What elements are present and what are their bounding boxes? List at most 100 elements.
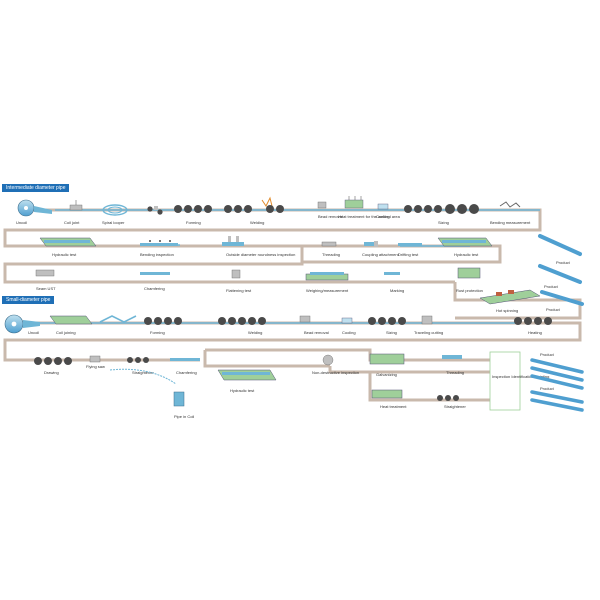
label-hot-spinning: Hot spinning xyxy=(496,308,518,313)
seam-ust-machine xyxy=(35,269,55,277)
bending-inspection-machine xyxy=(140,240,178,246)
label-product-5: Product xyxy=(540,386,555,391)
label-forming-2: Forming xyxy=(150,330,165,335)
label-uncoil-1: Uncoil xyxy=(16,220,27,225)
label-bead-removal-1: Bead removal xyxy=(318,214,343,219)
product-5-bundle xyxy=(530,390,584,412)
label-straightener-2: Straightener xyxy=(444,404,466,409)
bead-removal-2-machine xyxy=(299,315,311,323)
non-destructive-inspection-machine xyxy=(322,354,334,366)
label-uncoil-2: Uncoil xyxy=(28,330,39,335)
label-product-3: Product xyxy=(546,307,561,312)
weighing-measurement-machine xyxy=(305,272,349,281)
sizing-1-rolls xyxy=(404,204,479,214)
drifting-test-machine xyxy=(398,243,422,246)
label-seam-ust: Seam UST xyxy=(36,286,56,291)
galvanizing-machine xyxy=(369,353,405,365)
pinch-roll-machine xyxy=(147,206,163,215)
coupling-attachment-machine xyxy=(364,241,378,247)
cooling-2-machine xyxy=(341,317,353,324)
label-outside-diameter-inspection: Outside diameter roundness inspection xyxy=(226,252,295,257)
looper-steps xyxy=(99,315,137,323)
heat-treatment-weld-machine xyxy=(344,196,364,209)
sizing-2-rolls xyxy=(368,317,406,325)
label-bending-measurement: Bending measurement xyxy=(490,220,531,225)
uncoil-2-machine xyxy=(4,314,40,334)
flattening-test-machine xyxy=(231,269,241,279)
label-cooling-1: Cooling xyxy=(376,214,390,219)
label-galvanizing: Galvanizing xyxy=(376,372,397,377)
hydraulic-test-1-machine xyxy=(39,237,97,247)
inspection-painting-box xyxy=(489,351,521,411)
label-spiral-looper: Spiral looper xyxy=(102,220,125,225)
product-1-pipe xyxy=(538,234,582,256)
label-cooling-2: Cooling xyxy=(342,330,356,335)
flow-line-small-row5 xyxy=(368,372,495,402)
label-coil-joint: Coil joint xyxy=(64,220,80,225)
forming-2-rolls xyxy=(144,317,182,325)
bending-measurement-machine xyxy=(499,201,521,208)
label-welding-2: Welding xyxy=(248,330,262,335)
label-product-1: Product xyxy=(556,260,571,265)
steel-strip xyxy=(40,209,540,324)
label-bending-inspection: Bending inspection xyxy=(140,252,174,257)
marking-machine xyxy=(384,272,400,275)
label-threading-1: Threading xyxy=(322,252,340,257)
product-4-bundle xyxy=(530,358,584,390)
threading-2-machine xyxy=(442,355,462,359)
cooling-1-machine xyxy=(377,203,389,210)
label-non-destructive-inspection: Non-destructive inspection xyxy=(312,370,359,375)
product-3-pipe xyxy=(540,290,584,306)
label-chamfering-1: Chamfering xyxy=(144,286,165,291)
chamfering-1-machine xyxy=(140,272,170,275)
label-hydraulic-test-3: Hydraulic test xyxy=(230,388,255,393)
label-drifting-test: Drifting test xyxy=(398,252,419,257)
label-hydraulic-test-2: Hydraulic test xyxy=(454,252,479,257)
label-flying-saw: Flying saw xyxy=(86,364,105,369)
label-chamfering-2: Chamfering xyxy=(176,370,197,375)
label-marking: Marking xyxy=(390,288,404,293)
coil-joint-machine xyxy=(69,200,83,211)
label-straightener-1: Straightener xyxy=(132,370,154,375)
forming-1-rolls xyxy=(174,205,212,213)
hydraulic-test-2-machine xyxy=(437,237,493,247)
spiral-looper-machine xyxy=(102,204,128,216)
label-hydraulic-test-1: Hydraulic test xyxy=(52,252,77,257)
label-rust-protection: Rust protection xyxy=(456,288,483,293)
straightener-2-rolls xyxy=(437,395,459,401)
heat-treatment-machine xyxy=(371,389,403,399)
outside-diameter-inspection-machine xyxy=(222,236,244,246)
threading-1-machine xyxy=(321,241,337,247)
product-2-pipe xyxy=(538,264,582,284)
label-heat-treatment: Heat treatment xyxy=(380,404,407,409)
rust-protection-machine xyxy=(457,267,481,279)
label-sizing-1: Sizing xyxy=(438,220,449,225)
label-weighing-measurement: Weighing/measurement xyxy=(306,288,349,293)
bead-removal-1-machine xyxy=(317,201,327,209)
flow-line-small-row4 xyxy=(328,366,495,374)
label-coupling-attachment: Coupling attachment xyxy=(362,252,400,257)
flying-saw-machine xyxy=(89,355,101,363)
label-inspection-painting: Inspection Identification Painting xyxy=(492,374,549,379)
small-section-title: Small-diameter pipe xyxy=(2,296,55,304)
flow-line-small-row3 xyxy=(203,350,330,368)
label-heat-treatment-weld: Heat treatment for the welded area xyxy=(338,214,401,219)
drawing-rolls xyxy=(34,357,72,365)
welding-1-machine xyxy=(224,196,284,213)
label-forming-1: Forming xyxy=(186,220,201,225)
welding-2-rolls xyxy=(218,317,266,325)
label-drawing: Drawing xyxy=(44,370,59,375)
label-flattening-test: Flattening test xyxy=(226,288,252,293)
coil-joining-machine xyxy=(49,315,93,325)
label-sizing-2: Sizing xyxy=(386,330,397,335)
label-heating: Heating xyxy=(528,330,542,335)
hydraulic-test-3-machine xyxy=(217,369,277,381)
intermediate-section-title: Intermediate diameter pipe xyxy=(2,184,70,192)
straightener-1-rolls xyxy=(127,357,149,363)
chamfering-2-machine xyxy=(170,358,200,361)
label-threading-2: Threading xyxy=(446,370,464,375)
label-coil-joining: Coil joining xyxy=(56,330,76,335)
label-pipe-in-coil: Pipe in Coil xyxy=(174,414,194,419)
hot-spinning-machine xyxy=(479,289,541,305)
